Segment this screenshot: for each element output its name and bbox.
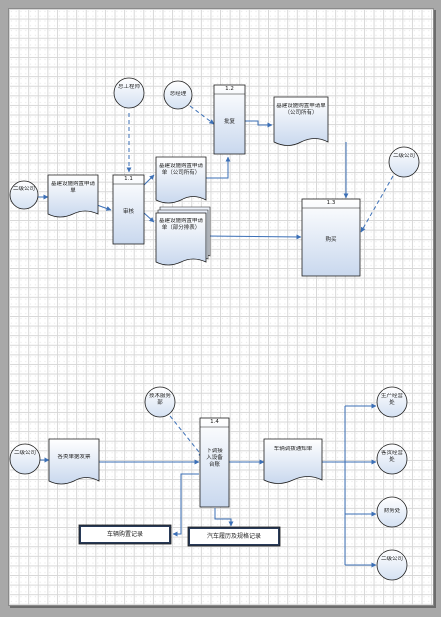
connector-erji-right-to-1-3: [360, 175, 394, 233]
connector-jishu-to-1-4: [169, 415, 204, 458]
entity-shengchan[interactable]: 生产经营处: [376, 386, 408, 418]
process-1-4[interactable]: 1.4 下调接入设备台账: [199, 417, 230, 508]
entity-zonggongchengshi[interactable]: 总工程师: [113, 77, 145, 109]
process-1-3-label: 购买: [325, 237, 337, 243]
store-history-label: 汽车履历及规格记录: [206, 533, 261, 540]
store-vehicle-label: 车辆购置记录: [106, 531, 143, 538]
entity-caiwu-label: 财务处: [383, 508, 401, 514]
process-1-4-id: 1.4: [210, 419, 219, 425]
connector-1-1-to-gongsi: [143, 174, 155, 186]
process-1-2[interactable]: 1.2 批复: [213, 84, 246, 155]
entity-keyun[interactable]: 客货经营处: [376, 443, 408, 475]
connector-zongjingli-to-1-2: [189, 105, 215, 125]
connector-apply-to-1-1: [96, 204, 112, 211]
entity-erji-left-label: 二级公司: [12, 186, 35, 192]
entity-erji-right-bottom-label: 二级公司: [381, 556, 404, 562]
doc-gongsi-1-label: 基建设施购置申请单（公司所有）: [158, 163, 203, 176]
doc-shebei-label: 基建设施购置申请单（部分排表）: [158, 218, 203, 231]
doc-gongsi-2-label: 基建设施购置申请单（公司所有）: [276, 103, 326, 116]
doc-apply-label: 基建设施购置申请单: [50, 181, 95, 194]
doc-apply[interactable]: 基建设施购置申请单: [47, 174, 99, 218]
process-1-1-label: 审核: [122, 209, 134, 215]
entity-jishu-label: 技术服务部: [149, 393, 172, 406]
store-history[interactable]: 汽车履历及规格记录: [187, 526, 281, 547]
drawing-page: [8, 8, 434, 606]
connectors: [38, 105, 394, 568]
entity-caiwu[interactable]: 财务处: [376, 496, 408, 528]
process-1-1[interactable]: 1.1 审核: [112, 174, 145, 245]
entity-jishu[interactable]: 技术服务部: [144, 386, 176, 418]
doc-gongsi-1[interactable]: 基建设施购置申请单（公司所有）: [155, 156, 207, 204]
connector-1-1-to-shebei: [143, 212, 155, 223]
process-1-2-label: 批复: [223, 119, 235, 125]
connector-1-4-to-history: [214, 508, 234, 527]
entity-erji-left-bottom-label: 二级公司: [13, 450, 36, 456]
connector-gongsi-to-1-2: [206, 156, 231, 179]
doc-notice[interactable]: 车辆调拨通知单: [263, 438, 323, 484]
doc-gongsi-2[interactable]: 基建设施购置申请单（公司所有）: [273, 96, 329, 146]
process-1-4-label: 下调接入设备台账: [206, 448, 223, 468]
doc-notice-label: 车辆调拨通知单: [273, 446, 313, 452]
doc-shebei[interactable]: 基建设施购置申请单（部分排表）: [155, 206, 211, 266]
process-1-3-id: 1.3: [326, 200, 336, 206]
entity-zonggongchengshi-label: 总工程师: [118, 84, 141, 90]
entity-zongjingli-label: 总经理: [169, 91, 187, 97]
entity-erji-left[interactable]: 二级公司: [9, 180, 39, 210]
doc-gelei-label: 各类单据发票: [57, 454, 91, 460]
process-1-3[interactable]: 1.3 购买: [301, 198, 361, 277]
entity-keyun-label: 客货经营处: [381, 450, 404, 463]
doc-gelei[interactable]: 各类单据发票: [48, 438, 100, 485]
entity-erji-right-top[interactable]: 二级公司: [388, 146, 420, 178]
store-vehicle[interactable]: 车辆购置记录: [78, 524, 172, 545]
entity-erji-right-bottom[interactable]: 二级公司: [376, 549, 408, 581]
connector-shebei-to-1-3: [205, 234, 302, 240]
entity-zongjingli[interactable]: 总经理: [163, 80, 193, 110]
entity-erji-right-top-label: 二级公司: [393, 153, 416, 159]
connector-1-4-to-vehicle: [172, 473, 199, 537]
entity-shengchan-label: 生产经营处: [381, 393, 404, 406]
entity-erji-left-bottom[interactable]: 二级公司: [9, 443, 41, 475]
process-1-2-id: 1.2: [225, 86, 234, 92]
connector-1-2-to-gongsi2: [245, 120, 273, 128]
process-1-1-id: 1.1: [124, 176, 133, 182]
